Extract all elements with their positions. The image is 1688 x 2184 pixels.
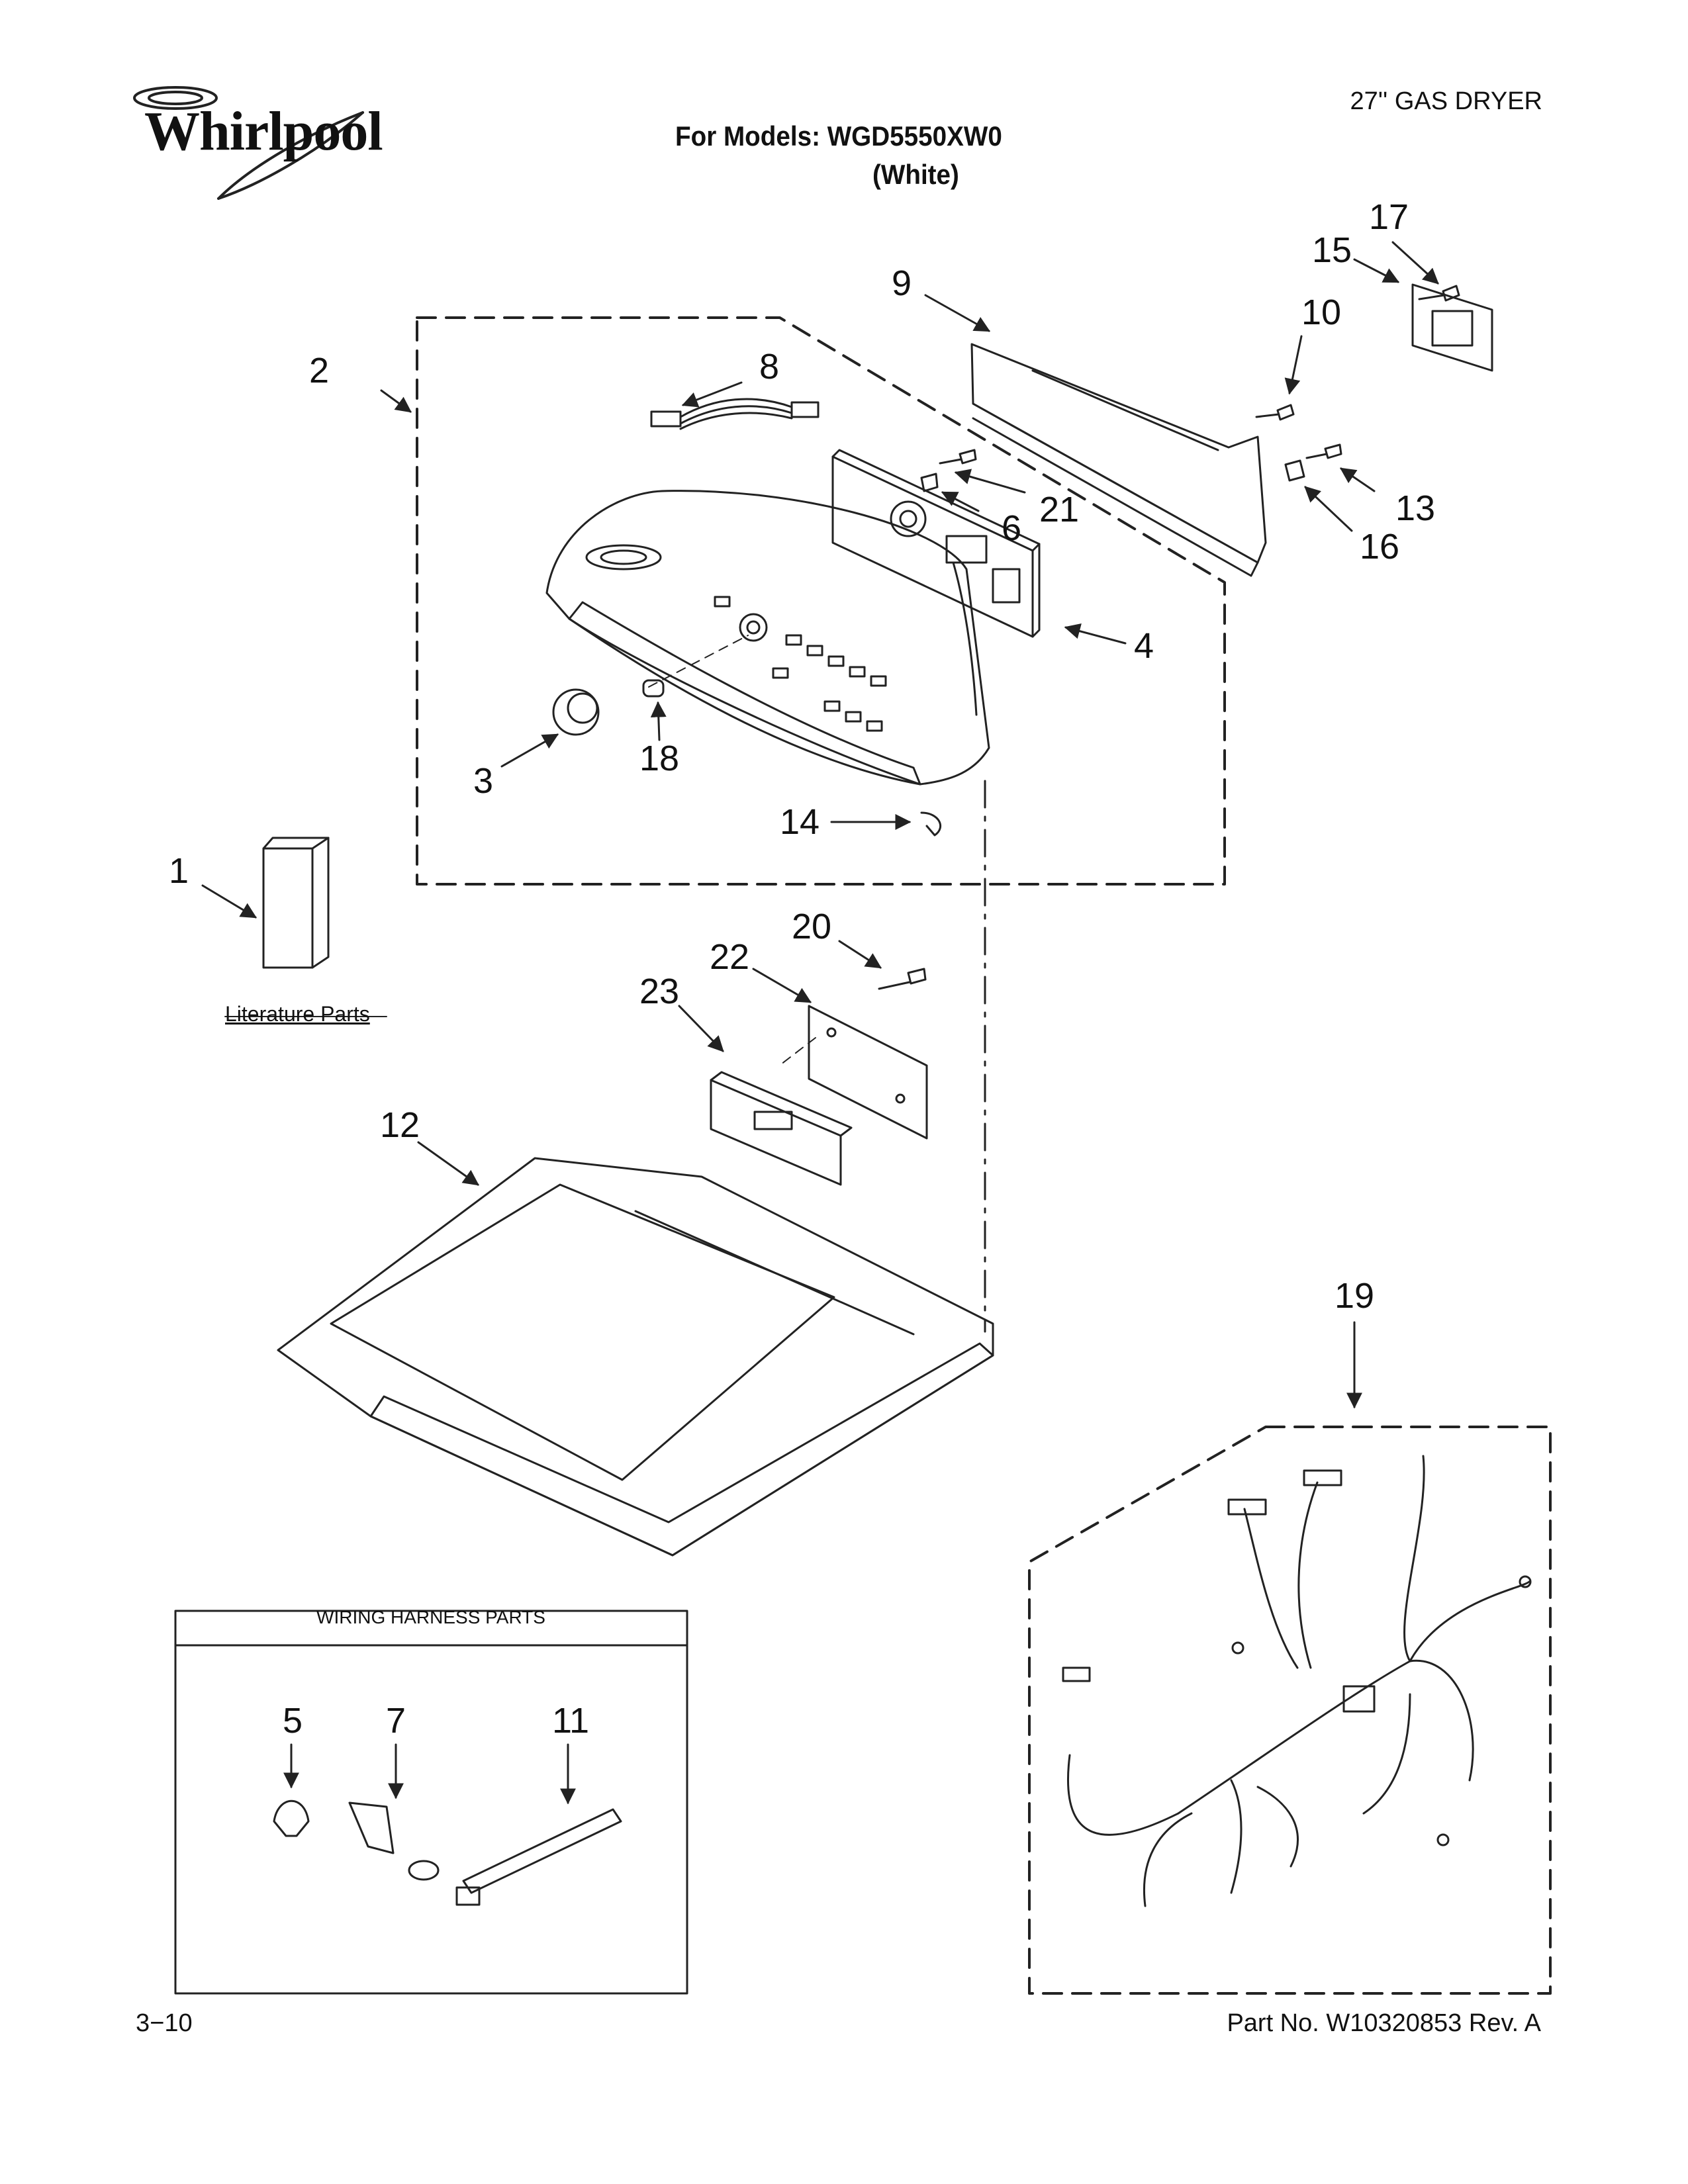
clip-6 <box>920 473 939 492</box>
whirlpool-logo-swirl <box>133 86 364 200</box>
screw-20 <box>878 968 927 990</box>
callout-3: 3 <box>473 761 494 801</box>
shaft-clip <box>642 679 665 698</box>
top-panel <box>277 1157 994 1557</box>
wiring-harness <box>1062 1455 1532 1907</box>
wire-clip-5 <box>273 1799 310 1837</box>
clip-14 <box>920 811 942 837</box>
mounting-plate <box>808 1005 928 1140</box>
callout-13: 13 <box>1395 488 1436 528</box>
callout-arrows <box>201 241 1439 1805</box>
screw-10 <box>1255 404 1295 421</box>
screw-17 <box>1418 285 1460 302</box>
models-heading: For Models: WGD5550XW0 <box>675 120 1002 152</box>
ui-board <box>831 449 1041 638</box>
callout-11: 11 <box>551 1701 590 1741</box>
clip-16 <box>1284 459 1305 482</box>
callout-19: 19 <box>1334 1276 1375 1316</box>
wiring-parts-box <box>174 1610 688 1995</box>
callout-22: 22 <box>709 937 750 977</box>
callout-2: 2 <box>308 351 330 390</box>
model-color: (White) <box>872 159 959 190</box>
screw-21 <box>939 449 977 465</box>
callout-5: 5 <box>282 1701 303 1741</box>
callout-4: 4 <box>1133 626 1154 666</box>
console-shell <box>545 490 990 786</box>
page-number: 3−10 <box>136 2009 193 2037</box>
brand-logo: Whirlpool <box>144 101 383 162</box>
part-number: Part No. W10320853 Rev. A <box>1227 2009 1541 2037</box>
knob <box>552 688 600 736</box>
callout-8: 8 <box>759 347 780 387</box>
literature-book <box>224 837 387 1017</box>
callout-16: 16 <box>1359 527 1400 567</box>
harness-group-outline <box>1028 1426 1552 1995</box>
console-back-panel <box>970 343 1267 577</box>
callout-6: 6 <box>1001 508 1022 548</box>
wire-connector-8 <box>650 398 820 430</box>
cable-tie-11 <box>455 1808 622 1906</box>
callout-15: 15 <box>1311 230 1352 270</box>
literature-parts-label: Literature Parts <box>225 1002 370 1026</box>
appliance-category: 27'' GAS DRYER <box>1350 87 1542 115</box>
control-board <box>710 1071 853 1186</box>
callout-23: 23 <box>639 972 680 1011</box>
callout-7: 7 <box>385 1701 406 1741</box>
callout-1: 1 <box>168 851 189 891</box>
console-group-outline <box>416 316 1226 886</box>
screw-13 <box>1305 443 1342 459</box>
callout-14: 14 <box>779 802 820 842</box>
callout-10: 10 <box>1301 293 1342 332</box>
bracket-15 <box>1411 283 1493 372</box>
wiring-box-title: WIRING HARNESS PARTS <box>316 1607 545 1627</box>
callout-17: 17 <box>1368 197 1409 237</box>
callout-21: 21 <box>1039 490 1080 529</box>
callout-12: 12 <box>379 1105 420 1145</box>
callout-20: 20 <box>791 907 832 946</box>
callout-9: 9 <box>891 263 912 303</box>
callout-18: 18 <box>639 739 680 778</box>
terminal-7 <box>348 1801 440 1881</box>
